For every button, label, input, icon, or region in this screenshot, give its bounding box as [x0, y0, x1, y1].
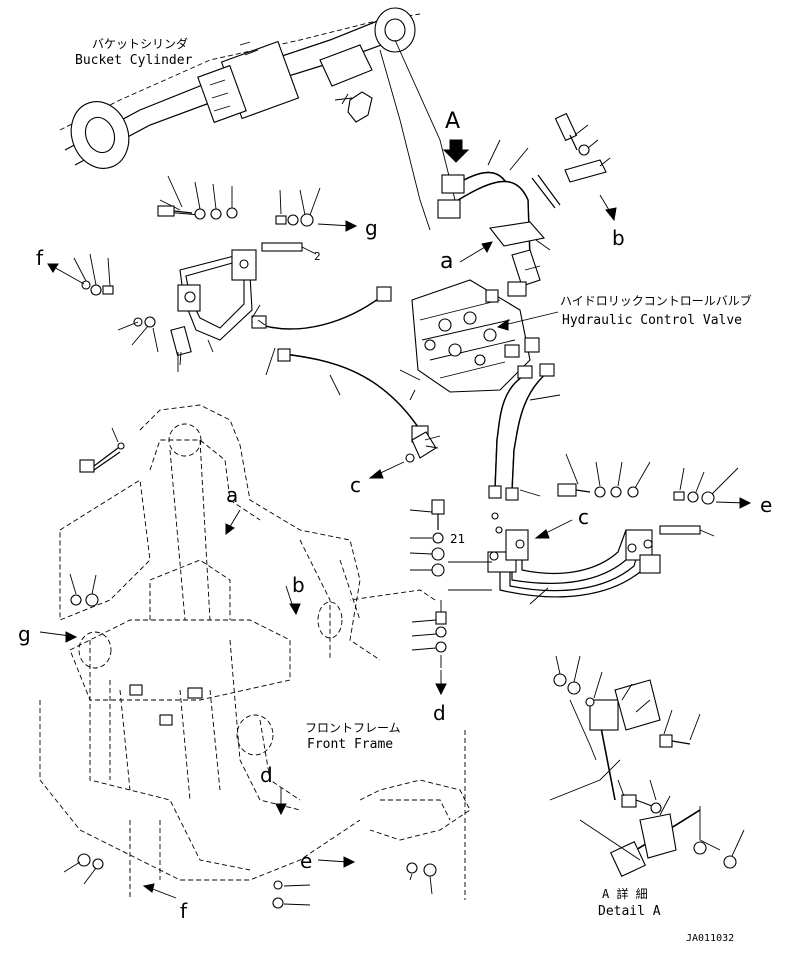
view-marker-a-top: a [440, 249, 453, 274]
callout-21: 21 [450, 532, 465, 546]
view-marker-c-left: c [350, 473, 361, 497]
view-marker-e-frame: e [300, 849, 312, 873]
view-marker-e-right: e [760, 493, 772, 517]
fitting-c-upper [405, 431, 441, 463]
detail-a-label-en: Detail A [598, 904, 661, 919]
drawing-code: JA011032 [686, 933, 734, 944]
front-frame [39, 404, 471, 909]
control-valve-label-en: Hydraulic Control Valve [562, 313, 742, 328]
view-marker-g-top: g [365, 216, 378, 240]
lower-hose-pair [488, 363, 561, 501]
control-valve-label-jp: ハイドロリックコントロールバルブ [560, 293, 752, 308]
view-marker-d-lower: d [433, 701, 446, 725]
callout-2: 2 [314, 250, 321, 263]
lower-pipe-assembly [409, 453, 739, 668]
bucket-cylinder-label-jp: バケットシリンダ [92, 36, 188, 51]
view-marker-A: A [445, 109, 460, 134]
view-arrow-A-icon [442, 139, 470, 163]
bucket-cylinder [59, 7, 456, 231]
view-marker-b-lower: b [292, 573, 305, 597]
front-frame-label-en: Front Frame [307, 737, 393, 752]
view-marker-c-right: c [578, 505, 589, 529]
detail-a-label-jp: A 詳 細 [602, 886, 648, 901]
left-bracket-assembly [81, 199, 429, 443]
view-marker-d-frame: d [260, 763, 273, 787]
view-marker-f-top: f [36, 246, 44, 270]
upper-pipe-assembly [437, 112, 607, 297]
view-marker-f-frame: f [180, 899, 188, 923]
view-marker-g-lower: g [18, 622, 31, 646]
view-marker-b-top: b [612, 226, 625, 250]
detail-a [549, 655, 745, 878]
view-marker-a-lower: a [226, 483, 238, 507]
bucket-cylinder-label-en: Bucket Cylinder [75, 53, 193, 68]
front-frame-label-jp: フロントフレーム [305, 721, 401, 735]
hydraulic-control-valve [399, 279, 540, 401]
leader-lines-top [73, 124, 611, 396]
